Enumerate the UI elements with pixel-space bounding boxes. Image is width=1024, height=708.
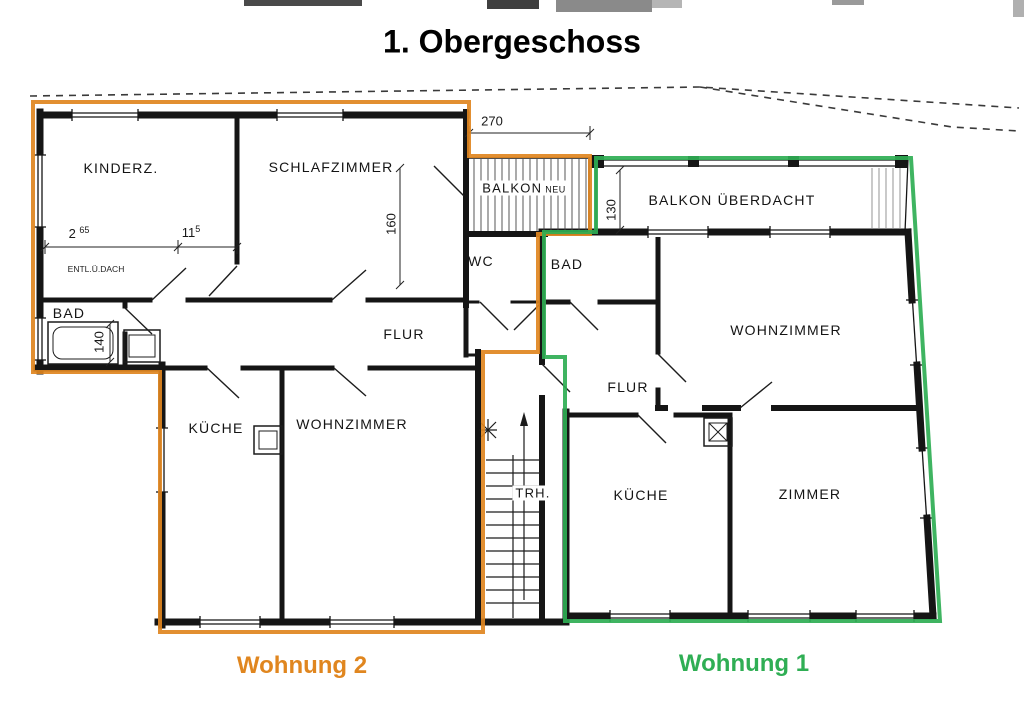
dim-265-main: 2 [68,226,76,242]
room-label-bad-right: BAD [550,256,584,272]
wohnung1-outline [542,156,943,623]
dim-130: 130 [603,199,619,221]
room-label-kinderz: KINDERZ. [83,160,159,176]
room-label-flur-left: FLUR [383,326,425,342]
room-label-balkon-ueberdacht: BALKON ÜBERDACHT [648,192,816,208]
room-label-zimmer: ZIMMER [778,486,842,502]
dim-160: 160 [383,213,399,235]
kitchen-cabinets [253,417,733,455]
dim-270: 270 [481,113,503,129]
scan-artifacts [244,0,1024,17]
staircase [479,412,540,618]
room-label-trh: TRH. [512,485,554,501]
dim-265: 2 65 [69,225,90,241]
apartment-label-wohnung1: Wohnung 1 [678,650,810,677]
dimension-lines [40,126,625,367]
door-swings [124,165,773,444]
room-label-kueche-left: KÜCHE [188,420,244,436]
room-label-bad-left: BAD [52,305,86,321]
room-label-schlafzimmer: SCHLAFZIMMER [268,159,394,175]
room-label-wohnzimmer-left: WOHNZIMMER [296,416,408,432]
dim-265-sup: 65 [79,224,90,235]
room-label-wohnzimmer-right: WOHNZIMMER [730,322,842,338]
bath-fixtures [47,321,161,365]
roof-outline-dashed [29,86,1020,132]
dim-115-main: 11 [181,225,196,241]
dim-115-sup: 5 [195,223,201,234]
room-label-wc: WC [468,253,494,269]
apartment-label-wohnung2: Wohnung 2 [236,652,368,679]
balkon-neu-text: BALKON [482,180,543,196]
room-label-kueche-right: KÜCHE [613,487,669,503]
wohnung2-outline [31,100,592,634]
room-label-flur-right: FLUR [607,379,649,395]
dim-115: 115 [182,224,201,240]
balkon-neu-tag: NEU [545,184,566,195]
page-title: 1. Obergeschoss [383,23,641,60]
dim-140: 140 [91,331,107,353]
roof-note: ENTL.Ü.DACH [67,264,125,274]
